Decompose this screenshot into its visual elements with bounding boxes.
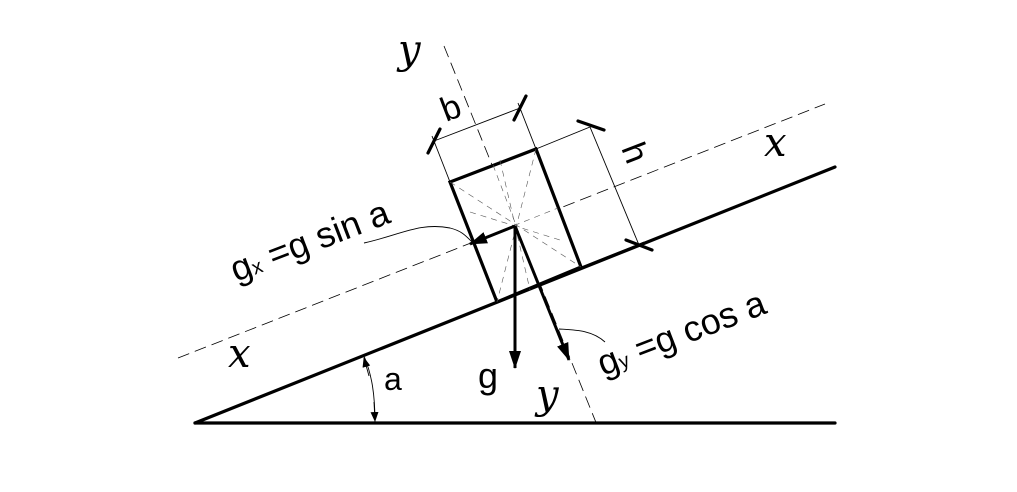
x-axis-label-left: x (228, 331, 251, 377)
gx-leader (363, 226, 473, 244)
dim-b-line (433, 107, 521, 142)
angle-arrow-bottom (370, 401, 379, 422)
dimension-b-label: b (435, 87, 466, 129)
g-label: g (478, 355, 498, 396)
dim-b-ext-left (431, 135, 451, 183)
gx-formula-rest: =g sin (252, 198, 376, 278)
gy-formula: gy =g cos a (591, 281, 772, 383)
dim-b-ext-right (517, 102, 537, 150)
y-axis-label-top: y (396, 27, 422, 73)
dim-b-tick-right (512, 94, 528, 122)
y-axis-label-bottom: y (534, 372, 560, 418)
block-midline-4 (499, 159, 531, 291)
angle-arrow-top (362, 357, 371, 377)
dim-h-tick-top (576, 119, 606, 132)
dim-b-tick-left (426, 127, 442, 155)
block-diagonal-2 (496, 148, 537, 303)
gx-formula: gx =g sin a (224, 191, 396, 290)
svg-text:gx =g sin a: gx =g sin a (224, 191, 396, 290)
dim-h-tick-bottom (624, 238, 654, 252)
angle-label: a (384, 361, 402, 397)
gy-leader (558, 328, 606, 343)
dim-h-line (589, 126, 640, 246)
dim-h-ext-bottom (580, 241, 645, 268)
dim-h-ext-top (535, 126, 591, 150)
angle-arc (363, 355, 376, 424)
block-diagonal-1 (449, 181, 582, 268)
x-axis-label-right: x (764, 120, 787, 166)
gy-vector (513, 225, 571, 361)
gy-formula-rest: =g cos (619, 289, 752, 373)
gx-vector (469, 224, 516, 246)
dimension-h-label: h (614, 137, 656, 168)
svg-text:gy =g cos a: gy =g cos a (591, 281, 772, 383)
